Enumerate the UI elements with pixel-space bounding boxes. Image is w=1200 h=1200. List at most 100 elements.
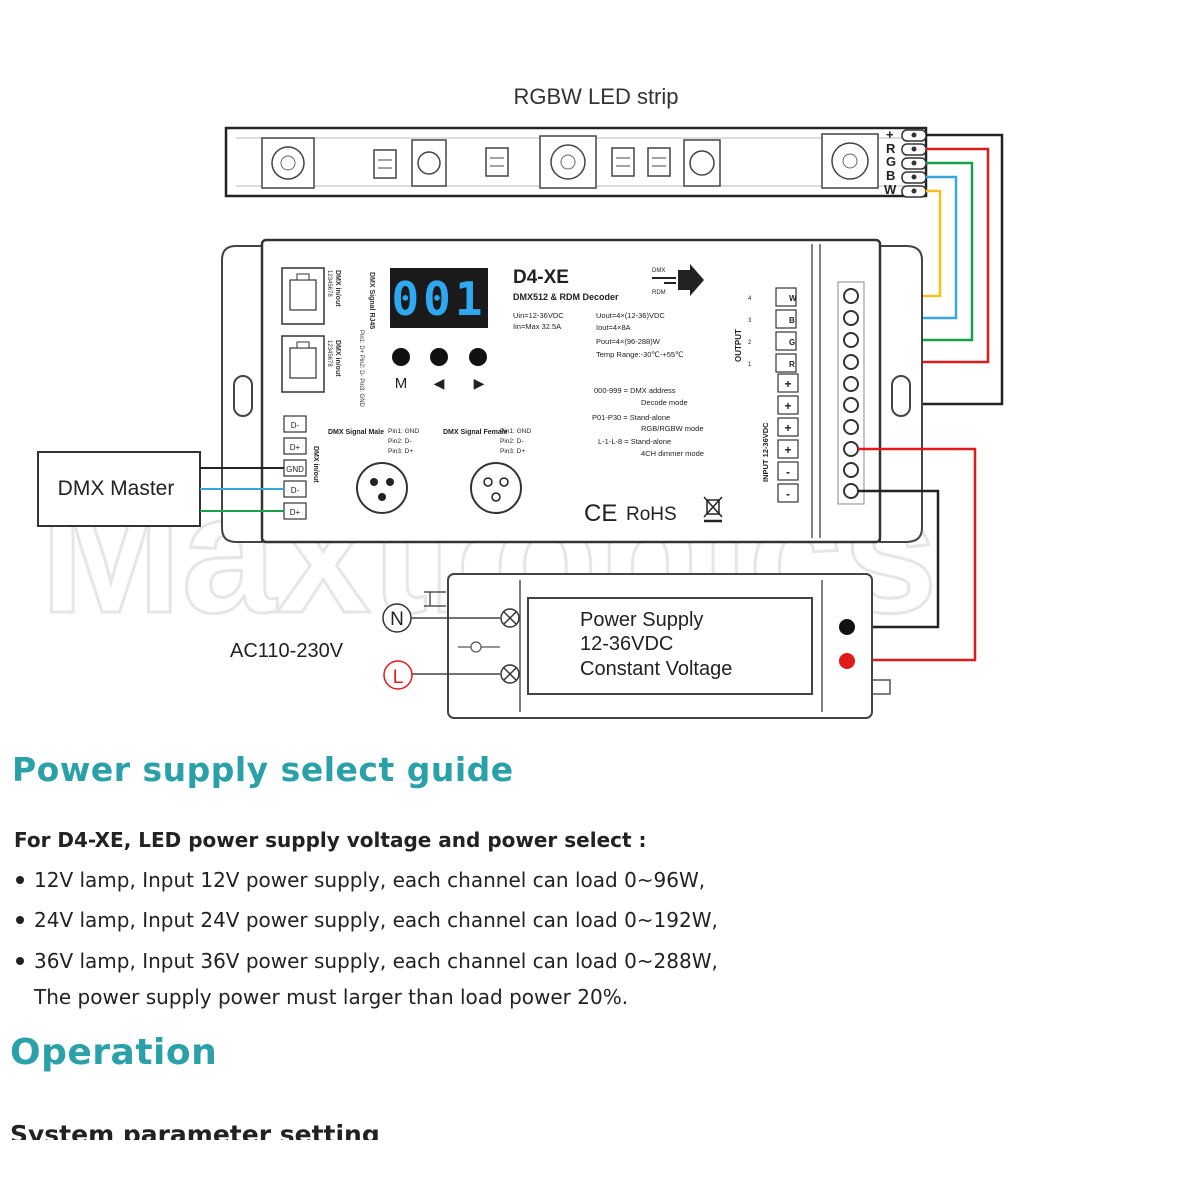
dmx-terminal-label: D+ xyxy=(290,443,301,452)
ps-line: Constant Voltage xyxy=(580,658,732,680)
led-display xyxy=(390,268,488,328)
rj45-port-bottom xyxy=(281,335,325,393)
guide-note: The power supply power must larger than … xyxy=(34,985,629,1009)
menu-button-label: M xyxy=(395,375,408,392)
ac-input: N L AC110-230V xyxy=(230,603,500,690)
ps-line: Power Supply xyxy=(580,609,703,631)
spec-right: Temp Range:-30℃-+55℃ xyxy=(596,350,684,359)
dmx-wires xyxy=(200,467,284,512)
led-chip xyxy=(821,133,879,189)
left-button-label: ◀ xyxy=(434,375,445,391)
strip-pin-label: B xyxy=(886,168,895,183)
dmx-terminal-label: D- xyxy=(291,421,300,430)
resistor xyxy=(373,149,397,179)
mode-line: RGB/RGBW mode xyxy=(641,424,704,433)
ps-terminal-n xyxy=(500,608,520,628)
bullet-dot xyxy=(16,875,24,884)
output-code: R xyxy=(789,360,795,369)
ps-output-minus xyxy=(839,619,855,635)
guide-bullet-text: 36V lamp, Input 36V power supply, each c… xyxy=(34,949,718,973)
ps-terminal-l xyxy=(500,664,520,684)
rj45-numbers-label: 12345678 xyxy=(326,270,332,297)
led-chip xyxy=(683,139,721,187)
xlr-male-pin: Pin3: D+ xyxy=(388,448,413,455)
xlr-female-connector xyxy=(470,462,522,514)
xlr-male-connector xyxy=(356,462,408,514)
terminal-sign: + xyxy=(784,443,791,457)
ps-output-plus xyxy=(839,653,855,669)
line-label: L xyxy=(393,667,404,688)
guide-bullet: 12V lamp, Input 12V power supply, each c… xyxy=(16,868,705,892)
right-button[interactable] xyxy=(469,348,487,366)
led-chip xyxy=(261,137,315,189)
strip-title: RGBW LED strip xyxy=(513,84,678,109)
spec-right: Uout=4×(12-36)VDC xyxy=(596,311,665,320)
spec-right: Pout=4×(96-288)W xyxy=(596,337,661,346)
strip-pad-dots xyxy=(911,132,917,194)
output-channel: 4 xyxy=(748,296,752,302)
led-strip: + R G B W xyxy=(224,126,928,198)
neutral-label: N xyxy=(390,609,404,630)
xlr-female-pin: Pin3: D+ xyxy=(500,448,525,455)
guide-title: Power supply select guide xyxy=(12,750,514,789)
wire-red xyxy=(862,147,990,364)
resistor xyxy=(485,147,509,177)
xlr-male-pin: Pin2: D- xyxy=(388,438,411,445)
power-wires xyxy=(850,447,977,662)
left-button[interactable] xyxy=(430,348,448,366)
dmx-in-out-label: DMX in/out xyxy=(312,446,319,483)
strip-pin-label: G xyxy=(886,154,896,169)
mode-line: 4CH dimmer mode xyxy=(641,449,704,458)
output-code: B xyxy=(789,316,795,325)
rj45-numbers-label: 12345678 xyxy=(326,340,332,367)
dmx-icon-label: DMX xyxy=(652,268,665,274)
terminal-sign: - xyxy=(786,487,790,501)
menu-button[interactable] xyxy=(392,348,410,366)
bullet-dot xyxy=(16,915,24,924)
strip-pin-label: R xyxy=(886,141,896,156)
rj45-signal-label: DMX Signal RJ45 xyxy=(368,272,375,329)
guide-bullet: 24V lamp, Input 24V power supply, each c… xyxy=(16,908,718,932)
wire-power-plus xyxy=(850,447,977,662)
output-channel: 3 xyxy=(748,318,752,324)
display-digits: 001 xyxy=(391,272,486,326)
rohs-mark: RoHS xyxy=(626,504,677,525)
terminal-sign: + xyxy=(784,399,791,413)
dmx-terminals xyxy=(283,415,307,520)
spec-left: Uin=12-36VDC xyxy=(513,311,564,320)
output-channel: 1 xyxy=(748,362,752,368)
dmx-master-label: DMX Master xyxy=(58,477,175,500)
guide-intro: For D4-XE, LED power supply voltage and … xyxy=(14,828,647,852)
ac-voltage-label: AC110-230V xyxy=(230,640,344,662)
operation-title: Operation xyxy=(10,1032,218,1073)
mode-line: Decode mode xyxy=(641,398,688,407)
spec-left: Iin=Max 32.5A xyxy=(513,322,561,331)
wire-plus xyxy=(862,133,1004,406)
right-button-label: ▶ xyxy=(474,375,485,391)
terminal-sign: - xyxy=(786,465,790,479)
terminal-screws xyxy=(843,288,859,499)
ps-line: 12-36VDC xyxy=(580,633,673,655)
line-terminal xyxy=(383,660,413,690)
strip-pin-label: W xyxy=(884,182,897,197)
xlr-female-pin: Pin2: D- xyxy=(500,438,523,445)
input-label: INPUT 12-36VDC xyxy=(761,422,770,482)
rdm-icon-label: RDM xyxy=(652,290,666,296)
rj45-pins-label: Pin1: D+ Pin2: D- Pin3: GND xyxy=(358,330,364,408)
power-terminals xyxy=(777,373,799,503)
decoder-model: D4-XE xyxy=(513,267,569,288)
ce-mark: CE xyxy=(584,500,617,527)
dmx-terminal-label: GND xyxy=(286,465,304,474)
output-terminals xyxy=(775,287,797,373)
dmx-terminal-label: D- xyxy=(291,486,300,495)
terminal-sign: + xyxy=(784,421,791,435)
spec-right: Iout=4×8A xyxy=(596,323,631,332)
neutral-terminal xyxy=(382,603,412,633)
guide-bullet-text: 12V lamp, Input 12V power supply, each c… xyxy=(34,868,706,892)
guide-bullet-text: 24V lamp, Input 24V power supply, each c… xyxy=(34,908,718,932)
mode-line: 000-999 = DMX address xyxy=(594,386,676,395)
xlr-female-pin: Pin1: GND xyxy=(500,428,531,435)
terminal-sign: + xyxy=(784,377,791,391)
led-chip xyxy=(411,139,447,187)
weee-bin-icon xyxy=(703,496,723,523)
